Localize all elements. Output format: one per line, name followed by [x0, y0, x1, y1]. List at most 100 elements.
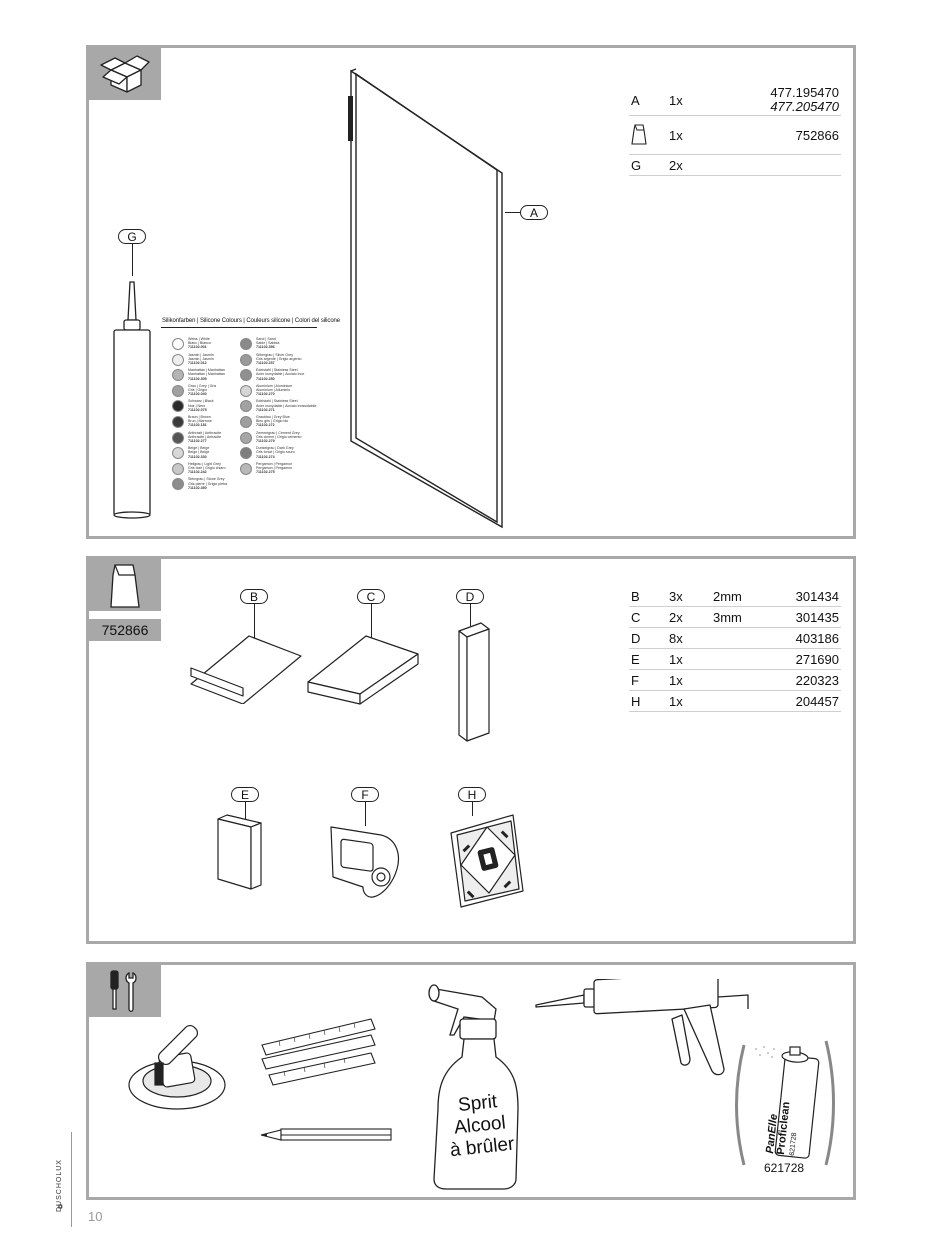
silicone-colour-code: 711102.350 — [188, 485, 207, 490]
tools-panel: Sprit Alcool à brûler PanElle — [86, 962, 856, 1200]
silicone-colour-name: Jasmin | Jasmin Jasmin | Jasmin — [188, 352, 214, 361]
table-row: A 1x 477.195470 477.205470 — [629, 85, 841, 116]
part-number: 752866 — [711, 115, 841, 155]
part-number-alt: 477.205470 — [770, 99, 839, 114]
part-qty: 1x — [667, 648, 711, 670]
part-qty: 1x — [667, 669, 711, 691]
silicone-swatch-label: Dunkelgrau | Dark Grey Gris foncé | Grig… — [256, 446, 295, 459]
silicone-swatch — [240, 416, 252, 428]
silicone-swatch — [172, 447, 184, 460]
part-letter: F — [629, 669, 667, 691]
part-qty: 1x — [667, 690, 711, 712]
pencil-drawing — [260, 1128, 392, 1141]
callout-b: B — [240, 589, 268, 604]
callout-c: C — [357, 589, 385, 604]
silicone-colour-name: Beige | Beige Beige | Beige — [188, 446, 210, 455]
part-qty: 2x — [667, 154, 711, 176]
part-letter: A — [629, 85, 667, 116]
part-number: 271690 — [775, 648, 841, 670]
part-letter: D — [629, 627, 667, 649]
silicone-swatch — [172, 416, 184, 428]
silicone-colour-name: Graublau | Grey Blue Bleu gris | Grigio … — [256, 415, 290, 424]
callout-a: A — [520, 205, 548, 220]
box-icon-tab — [89, 48, 161, 100]
silicone-swatch — [172, 384, 184, 397]
part-qty: 1x — [667, 115, 711, 155]
silicone-swatch — [240, 369, 252, 382]
silicone-colour-name: Braun | Brown Brun | Marrone — [188, 415, 212, 424]
silicone-swatch-label: Anthrazit | Anthracite Anthracite | Antr… — [188, 431, 221, 444]
silicone-colours-title: Silikonfarben | Silicone Colours | Coule… — [162, 318, 341, 324]
callout-d: D — [456, 589, 484, 604]
part-qty: 2x — [667, 606, 711, 628]
part-size: 2mm — [711, 586, 775, 607]
silicone-swatch — [172, 353, 184, 366]
silicone-swatch — [172, 478, 184, 491]
parts-table-box: A 1x 477.195470 477.205470 1x 752866 G 2… — [629, 85, 841, 176]
silicone-colour-code: 711102.250 — [256, 376, 275, 381]
silicone-colour-code: 711102.242 — [188, 470, 207, 475]
bag-code: 752866 — [89, 619, 161, 641]
silicone-swatch — [240, 353, 252, 366]
silicone-swatch — [240, 384, 252, 397]
scope-of-delivery-panel: A 1x 477.195470 477.205470 1x 752866 G 2… — [86, 45, 856, 539]
spray-bottle-label: Sprit Alcool à brûler — [437, 1089, 523, 1163]
silicone-colour-code: 711102.271 — [256, 407, 275, 412]
tools-icon-tab — [89, 965, 161, 1017]
silicone-swatch — [240, 462, 252, 475]
silicone-colour-code: 711102.356 — [256, 345, 275, 350]
part-size — [711, 648, 775, 670]
part-number: 301434 — [775, 586, 841, 607]
part-qty: 8x — [667, 627, 711, 649]
brand-name: DUSCHOLUX — [56, 1159, 63, 1212]
silicone-colour-name: Pergamon | Pergamon Pergamon | Pergamon — [256, 461, 293, 470]
part-size — [711, 627, 775, 649]
silicone-colour-code: 711102.075 — [188, 407, 207, 412]
silicone-colour-code: 711102.279 — [256, 439, 275, 443]
part-letter: C — [629, 606, 667, 628]
silicone-swatch — [240, 447, 252, 460]
silicone-colour-code: 711102.181 — [188, 423, 207, 428]
table-row: G 2x — [629, 154, 841, 176]
bag-icon — [631, 123, 647, 145]
silicone-swatch — [172, 338, 184, 350]
silicone-cartridge-drawing — [113, 281, 151, 519]
silicone-swatch-label: Steingrau | Stone Grey Gris pierre | Gri… — [188, 477, 227, 490]
bag-icon — [110, 564, 140, 608]
silicone-colour-code: 711102.275 — [256, 470, 275, 475]
suction-lifter-drawing — [128, 1024, 226, 1110]
silicone-colour-code: 711102.270 — [256, 392, 275, 397]
tool-f-drawing — [330, 826, 400, 898]
part-number: 204457 — [775, 690, 841, 712]
brand-logo-icon — [58, 1204, 63, 1209]
silicone-swatch-label: Hellgrau | Light Grey Gris clair | Grigi… — [188, 462, 225, 475]
spacer-c-drawing — [307, 635, 419, 705]
callout-e: E — [231, 787, 259, 802]
table-row: 1x 752866 — [629, 115, 841, 155]
silicone-swatch-label: Zementgrau | Cement Grey Gris ciment | G… — [256, 431, 301, 444]
part-number: 220323 — [775, 669, 841, 691]
silicone-colour-code: 711102.257 — [256, 361, 275, 365]
silicone-colour-code: 711102.274 — [256, 454, 275, 459]
block-e-drawing — [217, 814, 262, 890]
silicone-swatch-label: Manhattan | Manhattan Manhattan | Manhat… — [188, 368, 225, 381]
silicone-colour-code: 711102.012 — [188, 361, 207, 365]
silicone-swatch — [172, 431, 184, 444]
silicone-colour-name: Hellgrau | Light Grey Gris clair | Grigi… — [188, 461, 226, 470]
part-qty: 3x — [667, 586, 711, 607]
silicone-swatch-label: Edelstahl | Stainless Steel Acier inoxyd… — [256, 399, 316, 412]
silicone-swatch — [172, 369, 184, 382]
callout-f: F — [351, 787, 379, 802]
silicone-swatch — [240, 338, 252, 350]
spacer-b-drawing — [190, 635, 302, 704]
